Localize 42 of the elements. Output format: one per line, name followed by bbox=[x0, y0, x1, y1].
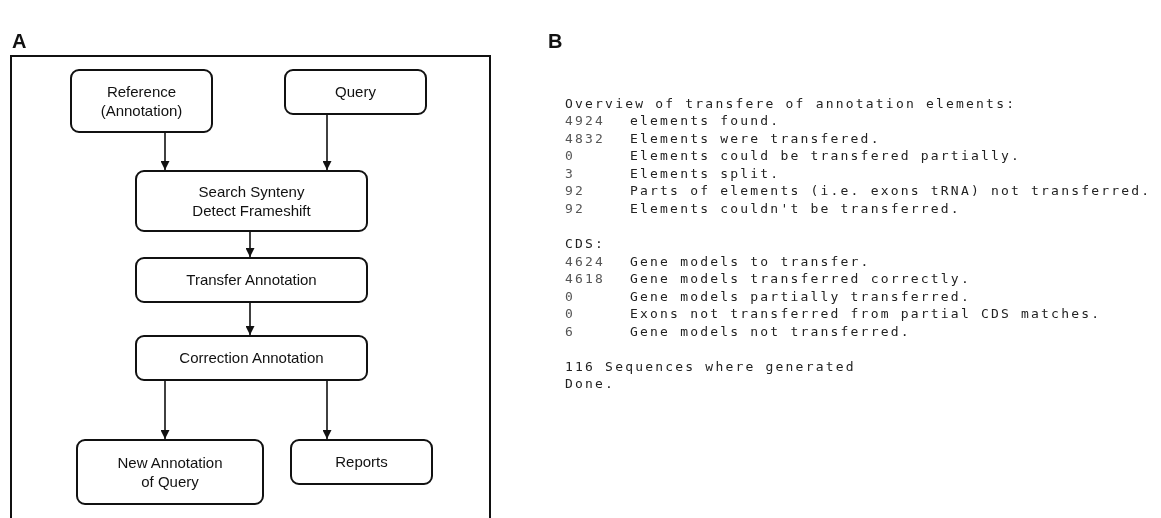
count-value: 92 bbox=[565, 201, 586, 216]
count-value: 4618 bbox=[565, 271, 606, 286]
count-value: 92 bbox=[565, 183, 586, 198]
log-line: elements found. bbox=[630, 113, 781, 128]
arrow bbox=[245, 231, 255, 258]
log-line: Exons not transferred from partial CDS matches. bbox=[630, 306, 1102, 321]
arrow bbox=[322, 380, 332, 440]
arrow bbox=[245, 302, 255, 336]
log-line: 116 Sequences where generated bbox=[565, 359, 856, 374]
panel-letter: A bbox=[12, 30, 27, 53]
arrow bbox=[160, 132, 170, 171]
count-value: 3 bbox=[565, 166, 576, 181]
process-box: Correction Annotation bbox=[135, 335, 368, 381]
process-box: New Annotation of Query bbox=[76, 439, 264, 505]
log-line: Gene models transferred correctly. bbox=[630, 271, 971, 286]
count-value: 4624 bbox=[565, 254, 606, 269]
count-value: 6 bbox=[565, 324, 576, 339]
process-box: Transfer Annotation bbox=[135, 257, 368, 303]
log-line: Gene models not transferred. bbox=[630, 324, 911, 339]
process-box: Search Synteny Detect Frameshift bbox=[135, 170, 368, 232]
panel-frame bbox=[10, 55, 491, 518]
log-line: Parts of elements (i.e. exons tRNA) not transferred. bbox=[630, 183, 1152, 198]
log-line: Gene models to transfer. bbox=[630, 254, 871, 269]
count-value: 4924 bbox=[565, 113, 606, 128]
arrow bbox=[322, 114, 332, 171]
process-box: Reference (Annotation) bbox=[70, 69, 213, 133]
log-line: Elements split. bbox=[630, 166, 781, 181]
log-line: Elements couldn't be transferred. bbox=[630, 201, 961, 216]
count-value: 0 bbox=[565, 306, 576, 321]
panel-letter: B bbox=[548, 30, 563, 53]
log-line: Done. bbox=[565, 376, 616, 391]
log-line: CDS: bbox=[565, 236, 606, 251]
process-box: Query bbox=[284, 69, 427, 115]
log-line: Elements could be transfered partially. bbox=[630, 148, 1022, 163]
count-value: 0 bbox=[565, 289, 576, 304]
count-value: 4832 bbox=[565, 131, 606, 146]
count-value: 0 bbox=[565, 148, 576, 163]
log-line: Gene models partially transferred. bbox=[630, 289, 971, 304]
process-box: Reports bbox=[290, 439, 433, 485]
arrow bbox=[160, 380, 170, 440]
log-line: Overview of transfere of annotation elements: bbox=[565, 96, 1017, 111]
log-line: Elements were transfered. bbox=[630, 131, 881, 146]
